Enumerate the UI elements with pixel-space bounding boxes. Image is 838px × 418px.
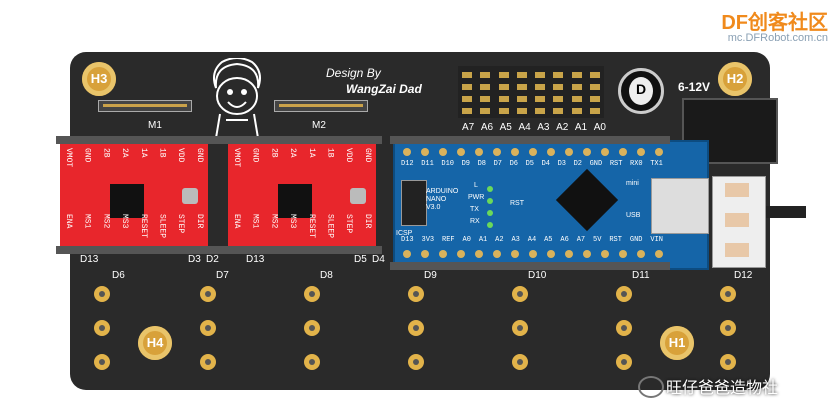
- capacitor: D: [618, 68, 664, 114]
- led-tx: [487, 210, 493, 216]
- driver-chip: [278, 184, 312, 218]
- stepper-driver-2: [228, 140, 376, 248]
- icsp-header: [401, 180, 427, 226]
- label-d11: D11: [632, 270, 650, 281]
- label-d12: D12: [734, 270, 753, 281]
- power-switch[interactable]: [712, 176, 766, 268]
- arduino-nano: [393, 140, 709, 270]
- label-d9: D9: [424, 270, 437, 281]
- potentiometer: [182, 188, 198, 204]
- label-d5: D5: [354, 254, 367, 265]
- led-l-label: L: [474, 182, 478, 189]
- stepper-driver-1: [60, 140, 208, 248]
- label-d7: D7: [216, 270, 229, 281]
- label-d2: D2: [206, 254, 219, 265]
- cartoon-face-icon: [213, 58, 261, 139]
- power-label: 6-12V: [678, 80, 711, 94]
- mount-hole-h3: H3: [82, 62, 116, 96]
- label-d13-a: D13: [80, 254, 99, 265]
- led-l: [487, 186, 493, 192]
- capacitor-label: D: [635, 81, 647, 97]
- label-d3: D3: [188, 254, 201, 265]
- watermark-brand: DF创客社区: [721, 12, 828, 34]
- analog-pin-header: [458, 66, 604, 118]
- mount-hole-h2: H2: [718, 62, 752, 96]
- label-d6: D6: [112, 270, 125, 281]
- design-by-label: Design By: [326, 66, 381, 80]
- usb-label: USB: [626, 212, 641, 219]
- switch-lever: [766, 206, 806, 218]
- driver-header-top: [56, 136, 382, 144]
- watermark-url: mc.DFRobot.com.cn: [727, 32, 828, 44]
- mount-hole-h1: H1: [660, 326, 694, 360]
- motor-header-m2: [274, 100, 368, 112]
- label-d10: D10: [528, 270, 547, 281]
- icsp-label: ICSP: [396, 230, 413, 237]
- driver-header-bottom: [56, 246, 382, 254]
- designer-name: WangZai Dad: [346, 82, 422, 96]
- label-m2: M2: [312, 120, 326, 131]
- motor-header-m1: [98, 100, 192, 112]
- led-rx: [487, 222, 493, 228]
- mini-label: mini: [626, 180, 639, 187]
- nano-header-top: [390, 136, 670, 144]
- footer-account: 旺仔爸爸造物社: [666, 380, 779, 397]
- mount-hole-h4: H4: [138, 326, 172, 360]
- label-d13-b: D13: [246, 254, 265, 265]
- driver-chip: [110, 184, 144, 218]
- rst-label: RST: [510, 200, 524, 207]
- led-pwr: [487, 198, 493, 204]
- usb-connector: [651, 178, 709, 234]
- nano-mcu-chip: [555, 168, 619, 232]
- led-pwr-label: PWR: [468, 194, 485, 201]
- led-tx-label: TX: [470, 206, 479, 213]
- led-rx-label: RX: [470, 218, 480, 225]
- wechat-icon: [638, 376, 664, 398]
- potentiometer: [350, 188, 366, 204]
- label-d8: D8: [320, 270, 333, 281]
- nano-header-bottom: [390, 262, 670, 270]
- label-m1: M1: [148, 120, 162, 131]
- label-d4: D4: [372, 254, 385, 265]
